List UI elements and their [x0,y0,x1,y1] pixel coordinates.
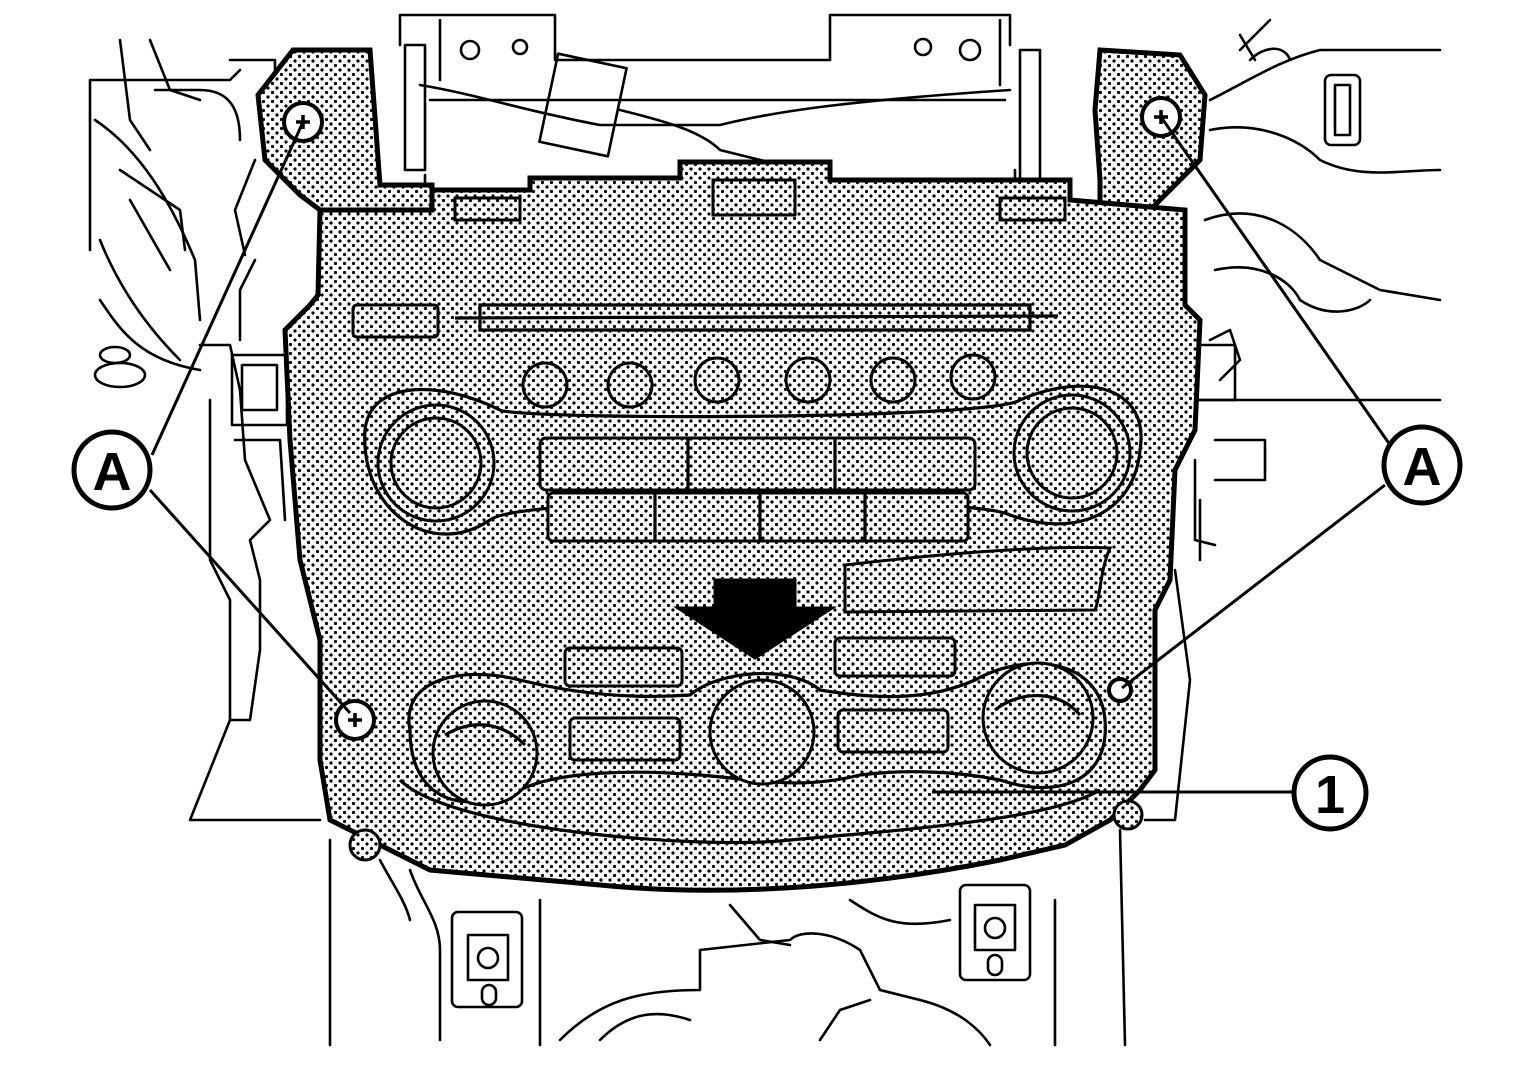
volume-knob [389,416,483,510]
screw-bottom-left [334,699,376,741]
temp-knob-left [431,699,539,807]
callout-a-right: A [1381,424,1463,506]
lower-clip-left [348,828,382,862]
leader-lines [148,116,1397,794]
tune-knob [1025,406,1119,500]
callout-a-left-label: A [93,442,132,502]
preset-button-6 [949,353,997,401]
eject-button [351,303,440,339]
callout-a-right-label: A [1403,437,1442,497]
leader-right-top [1159,116,1397,453]
preset-button-2 [606,361,654,409]
upper-control-housing [363,384,1143,536]
climate-display [843,545,1113,614]
top-tab-left [453,196,522,222]
faceplate-controls [348,178,1144,862]
callout-a-left: A [71,429,153,511]
lower-control-housing [407,662,1107,804]
removal-direction-arrow [672,578,838,660]
top-tab-right [998,196,1067,222]
cd-slot [454,303,1059,332]
preset-button-3 [693,356,741,404]
fan-knob [708,678,816,786]
climate-button-lower-right [836,708,950,754]
preset-button-5 [869,356,917,404]
climate-button-upper-right [833,636,957,678]
temp-knob-right [981,661,1095,775]
leader-left-bottom [148,488,352,715]
callout-part-1-label: 1 [1315,765,1345,825]
upper-button-bar [538,436,977,492]
lower-button-bar [546,491,970,543]
top-tab-center [711,178,797,217]
leader-left-top [150,121,305,456]
preset-button-1 [521,361,569,409]
callout-part-1: 1 [1291,754,1369,832]
preset-button-4 [784,356,832,404]
climate-button-upper-left [563,646,684,688]
climate-button-lower-left [568,716,682,762]
leader-right-bottom [1121,483,1386,690]
lower-clip-right [1112,799,1144,831]
